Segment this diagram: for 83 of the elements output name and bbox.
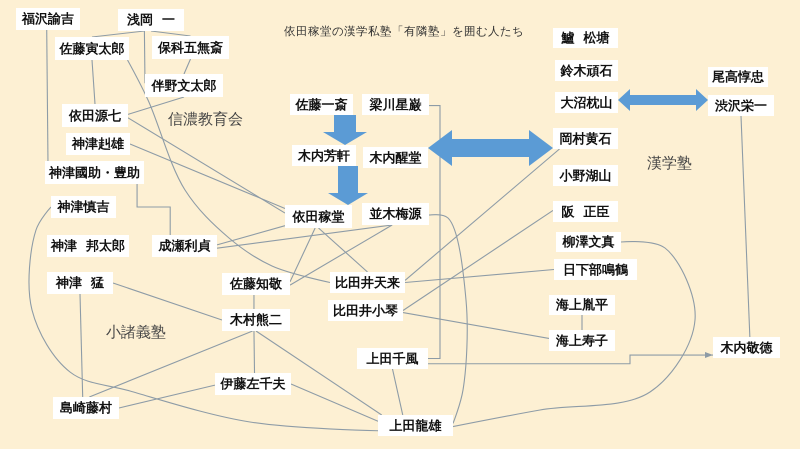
name-card: 尾高惇忠 — [708, 67, 768, 87]
name-card: 鈴木頑石 — [555, 60, 618, 81]
name-card: 神津 邦太郎 — [47, 235, 130, 257]
name-card: 海上寿子 — [549, 330, 615, 351]
group-label: 漢学塾 — [647, 154, 692, 173]
name-card: 小野湖山 — [553, 165, 618, 186]
connector-line — [128, 117, 286, 214]
block-arrow — [323, 115, 367, 145]
name-card: 鱸 松塘 — [553, 28, 618, 48]
connector-line — [404, 148, 560, 281]
connector-line — [402, 312, 550, 339]
connector-line — [92, 30, 144, 38]
name-card: 浅岡 一 — [118, 9, 184, 31]
name-card: 海上胤平 — [549, 295, 615, 315]
arrow — [428, 352, 713, 364]
connector-line — [118, 384, 216, 409]
name-card: 神津國助・豊助 — [45, 161, 144, 184]
connector-line — [253, 331, 256, 373]
name-card: 神津 猛 — [47, 272, 113, 294]
name-card: 柳澤文真 — [556, 232, 621, 252]
connector-line — [150, 30, 191, 37]
name-card: 岡村黄石 — [553, 128, 618, 149]
name-card: 伴野文太郎 — [145, 74, 223, 97]
name-card: 成瀬利貞 — [152, 235, 217, 257]
double-block-arrow — [618, 89, 708, 111]
connector-line — [127, 60, 330, 284]
name-card: 木内芳軒 — [292, 145, 356, 166]
name-card: 神津赳雄 — [66, 133, 130, 155]
connector-line — [28, 206, 378, 432]
name-card: 伊藤左千夫 — [215, 373, 291, 395]
name-card: 阪 正臣 — [553, 201, 618, 222]
name-card: 島崎藤村 — [53, 397, 119, 419]
name-card: 神津慎吉 — [51, 196, 116, 218]
connector-line — [290, 384, 378, 422]
name-card: 比田井小琴 — [328, 300, 403, 321]
connector-line — [428, 214, 468, 424]
name-card: 比田井天来 — [330, 272, 405, 293]
name-card: 佐藤一斎 — [290, 94, 353, 115]
connector-line — [89, 330, 253, 398]
connector-line — [216, 224, 392, 249]
connector-line — [290, 228, 316, 282]
connector-line — [79, 294, 84, 398]
connector-line — [256, 330, 382, 416]
diagram-title: 依田稼堂の漢学私塾「有隣塾」を囲む人たち — [284, 24, 524, 39]
connector-line — [452, 241, 696, 428]
name-card: 佐藤知敬 — [222, 273, 290, 295]
name-card: 依田源七 — [62, 104, 128, 127]
name-card: 佐藤寅太郎 — [55, 37, 129, 60]
name-card: 上田龍雄 — [378, 415, 453, 436]
connector-line — [136, 184, 171, 235]
connector-line — [581, 315, 583, 330]
name-card: 福沢諭吉 — [16, 8, 80, 30]
group-label: 信濃教育会 — [168, 110, 243, 129]
connector-line — [428, 105, 441, 360]
connector-line — [253, 295, 255, 309]
connector-line — [91, 60, 96, 104]
connector-line — [290, 224, 392, 286]
name-card: 上田千風 — [357, 348, 428, 369]
name-card: 木内敬徳 — [713, 337, 780, 358]
name-card: 依田稼堂 — [285, 205, 352, 228]
connector-line — [112, 282, 222, 321]
block-arrow — [328, 166, 368, 205]
connector-line — [144, 31, 146, 84]
name-card: 並木梅源 — [362, 203, 429, 225]
double-block-arrow — [428, 130, 553, 166]
name-card: 木内醒堂 — [363, 147, 428, 168]
connector-line — [402, 210, 554, 311]
connector-line — [318, 228, 368, 272]
connector-line — [404, 268, 554, 284]
connector-line — [130, 144, 286, 209]
name-card: 梁川星巌 — [362, 94, 429, 115]
name-card: 保科五無斎 — [152, 36, 229, 59]
connector-line — [740, 116, 750, 338]
name-card: 日下部鳴鶴 — [554, 259, 637, 280]
connector-line — [128, 96, 184, 115]
name-card: 大沼枕山 — [555, 92, 618, 113]
group-label: 小諸義塾 — [106, 323, 166, 342]
name-card: 木村熊二 — [222, 309, 290, 331]
connector-line — [184, 58, 191, 74]
name-card: 渋沢栄一 — [708, 95, 774, 116]
connector-line — [46, 30, 49, 161]
connector-line — [392, 368, 404, 416]
connector-line — [216, 225, 286, 246]
